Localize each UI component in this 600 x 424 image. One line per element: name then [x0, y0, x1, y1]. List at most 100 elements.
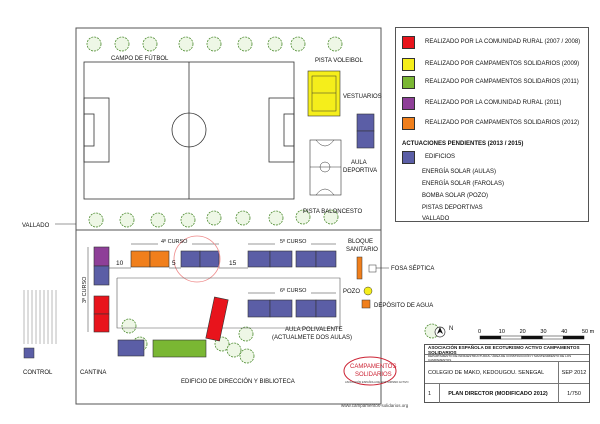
control-building [23, 347, 35, 359]
highlight-circle [173, 235, 221, 283]
legend-panel: REALIZADO POR LA COMUNIDAD RURAL (2007 /… [395, 27, 589, 222]
tree-icon [267, 36, 283, 52]
label-bloque-sanitario-1: BLOQUE [348, 239, 373, 245]
tree-icon [327, 36, 343, 52]
building-6-curso [247, 286, 337, 318]
tree-icon [290, 36, 306, 52]
legend-plain-item: VALLADO [422, 216, 450, 222]
label-6-curso: 6º CURSO [280, 287, 307, 294]
direccion-building [152, 339, 207, 358]
tree-icon [268, 210, 284, 226]
label-deposito: DEPÓSITO DE AGUA [374, 302, 433, 309]
tree-icon [178, 36, 194, 52]
legend-swatch [402, 150, 415, 164]
label-aula-deportiva-2: DEPORTIVA [343, 168, 377, 174]
label-aula-polivalente-1: AULA POLIVALENTE [285, 327, 343, 333]
legend-label: REALIZADO POR CAMPAMENTOS SOLIDARIOS (20… [425, 79, 579, 85]
scale-segment [500, 335, 522, 340]
courtyard-outline [116, 277, 341, 329]
trees [86, 36, 440, 364]
scale-tick-label: 0 [478, 329, 481, 335]
logo-url: www.campamentos-solidarios.org [341, 403, 409, 408]
scale-tick-label: 40 [561, 329, 567, 335]
legend-label: REALIZADO POR LA COMUNIDAD RURAL (2011) [425, 100, 562, 106]
bloque-sanitario-building [356, 256, 363, 280]
building-3-curso [87, 246, 110, 333]
label-3-curso: 3º CURSO [81, 276, 88, 303]
label-dist-5: 5 [172, 260, 176, 267]
vestuarios-building [356, 113, 375, 149]
tree-icon [226, 342, 242, 358]
fence-lower [75, 230, 382, 405]
legend-item: EDIFICIOS [402, 150, 455, 164]
scale-tick-label: 30 [540, 329, 546, 335]
legend-swatch [402, 57, 415, 71]
legend-swatch [402, 96, 415, 110]
tree-icon [239, 348, 255, 364]
legend-plain-item: PISTAS DEPORTIVAS [422, 205, 483, 211]
legend-pending-title: ACTUACIONES PENDIENTES (2013 / 2015) [402, 141, 524, 147]
label-aula-deportiva-1: AULA [351, 160, 367, 166]
tree-icon [142, 36, 158, 52]
tree-icon [206, 36, 222, 52]
legend-label: REALIZADO POR CAMPAMENTOS SOLIDARIOS (20… [425, 120, 580, 126]
label-cantina: CANTINA [80, 370, 106, 376]
campamentos-solidarios-logo: CAMPAMENTOS SOLIDARIOS ASOCIACIÓN ESPAÑO… [343, 356, 409, 386]
tree-icon [114, 36, 130, 52]
tree-icon [88, 212, 104, 228]
legend-plain-item: BOMBA SOLAR (POZO) [422, 193, 489, 199]
legend-swatch [402, 75, 415, 89]
legend-plain-item: ENERGÍA SOLAR (FAROLAS) [422, 181, 505, 187]
legend-swatch [402, 116, 415, 130]
title-block: ASOCIACIÓN ESPAÑOLA DE ECOTURISMO ACTIVO… [424, 344, 590, 403]
scale-segment [479, 335, 502, 340]
tree-icon [119, 212, 135, 228]
label-4-curso: 4º CURSO [161, 238, 188, 245]
tree-icon [237, 36, 253, 52]
legend-plain-item: ENERGÍA SOLAR (AULAS) [422, 169, 497, 175]
label-pozo: POZO [343, 289, 360, 295]
cantina-building [117, 339, 145, 357]
legend-swatch [402, 35, 415, 49]
label-5-curso: 5º CURSO [280, 238, 307, 245]
north-label: N [449, 326, 453, 332]
tree-icon [150, 212, 166, 228]
title-scale: 1/750 [558, 384, 589, 403]
title-project-row: COLEGIO DE MAKO, KEDOUGOU. SENEGAL SEP 2… [425, 362, 589, 384]
logo-line1: CAMPAMENTOS [350, 364, 396, 370]
tree-icon [121, 318, 137, 334]
scale-tick-label: 20 [520, 329, 526, 335]
label-vallado: VALLADO [22, 223, 50, 229]
label-pista-baloncesto: PISTA BALONCESTO [303, 209, 362, 215]
logo-tagline: ASOCIACIÓN ESPAÑOLA DE ECOTURISMO ACTIVO [345, 379, 409, 384]
legend-label: REALIZADO POR CAMPAMENTOS SOLIDARIOS (20… [425, 61, 580, 67]
label-dist-15: 15 [229, 260, 237, 267]
scale-bar: 0 10 20 30 40 50 m [478, 329, 595, 340]
title-date: SEP 2012 [558, 362, 589, 383]
title-sheet: 1 [428, 390, 432, 397]
legend-item: REALIZADO POR LA COMUNIDAD RURAL (2007 /… [402, 35, 580, 49]
label-aula-polivalente-2: (ACTUALMETE DOS AULAS) [272, 335, 352, 341]
scale-segment [521, 335, 543, 340]
tree-icon [235, 210, 251, 226]
scale-tick-label: 10 [499, 329, 505, 335]
label-dist-10: 10 [116, 260, 124, 267]
scale-tick-label: 50 m [582, 329, 595, 335]
tree-icon [238, 326, 254, 342]
title-org: ASOCIACIÓN ESPAÑOLA DE ECOTURISMO ACTIVO… [425, 345, 589, 355]
label-vestuarios: VESTUARIOS [343, 94, 382, 100]
legend-label: REALIZADO POR LA COMUNIDAD RURAL (2007 /… [425, 39, 581, 45]
title-project: COLEGIO DE MAKO, KEDOUGOU. SENEGAL [428, 369, 545, 376]
tree-icon [86, 36, 102, 52]
legend-item: REALIZADO POR CAMPAMENTOS SOLIDARIOS (20… [402, 57, 579, 71]
label-pista-voleibol: PISTA VOLEIBOL [315, 58, 364, 64]
aula-polivalente-building [205, 296, 229, 342]
fosa-septica-tank [368, 264, 377, 273]
deposito-tank [361, 299, 371, 309]
scale-segment [542, 335, 564, 340]
tree-icon [206, 210, 222, 226]
pozo-well [363, 286, 373, 296]
entrance-hatching [23, 290, 57, 344]
legend-label: EDIFICIOS [425, 154, 456, 160]
